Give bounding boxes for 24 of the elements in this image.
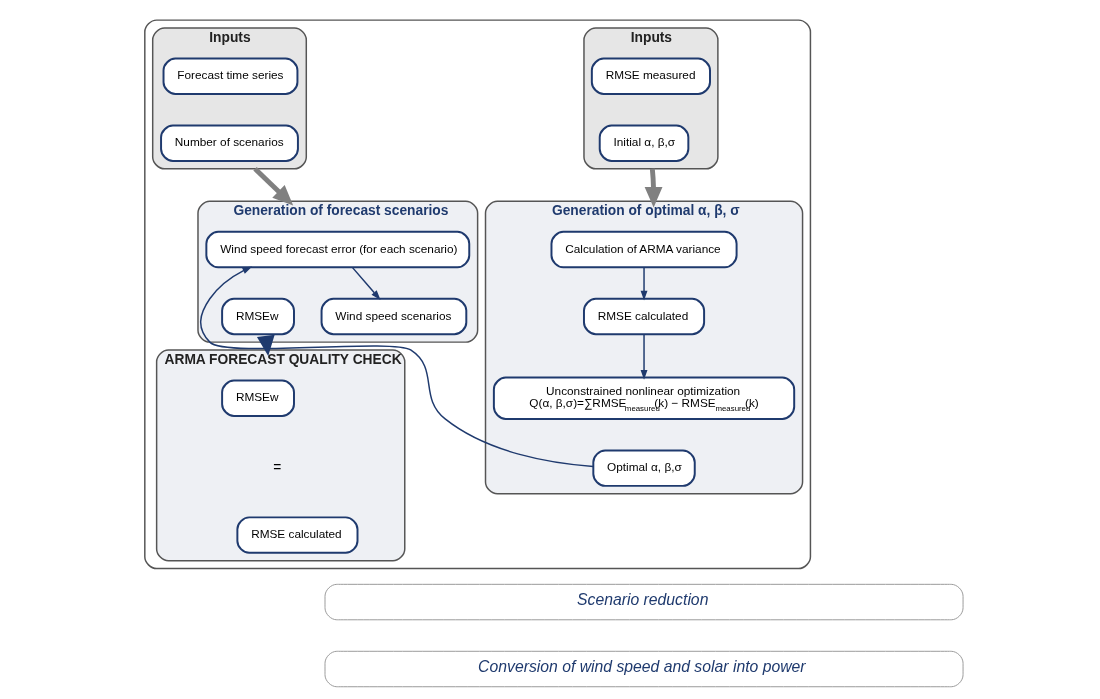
node-box: RMSE measured (590, 57, 711, 95)
node-box: Forecast time series (162, 57, 299, 95)
arrow (640, 266, 648, 301)
arrow (351, 266, 381, 301)
node-box: Wind speed forecast error (for each scenario) (205, 230, 471, 269)
node-box: Unconstrained nonlinear optimization Q(α, β,σ)=∑RMSE$_{measured}$(k) − RMSE$_{measured}$(k) (492, 376, 796, 420)
node-box: Calculation of ARMA variance (550, 230, 738, 269)
cluster (144, 19, 812, 570)
node-box: Initial α, β,σ (598, 124, 690, 162)
node-box: RMSE calculated (583, 297, 706, 336)
arrow (256, 334, 275, 357)
node-box: Number of scenarios (160, 124, 299, 162)
arrow (199, 266, 594, 468)
node-box: Scenario reduction (324, 583, 964, 621)
node-box: Optimal α, β,σ (592, 449, 696, 487)
node-box: RMSE calculated (236, 516, 359, 554)
node-box: Conversion of wind speed and solar into power (324, 650, 964, 688)
arrow (640, 333, 648, 380)
arrow (253, 167, 294, 206)
label: = (273, 459, 282, 475)
node-box: Wind speed scenarios (320, 297, 468, 336)
node-box: RMSEw (221, 297, 295, 336)
node-box: RMSEw (221, 379, 295, 417)
arrow (644, 168, 663, 208)
